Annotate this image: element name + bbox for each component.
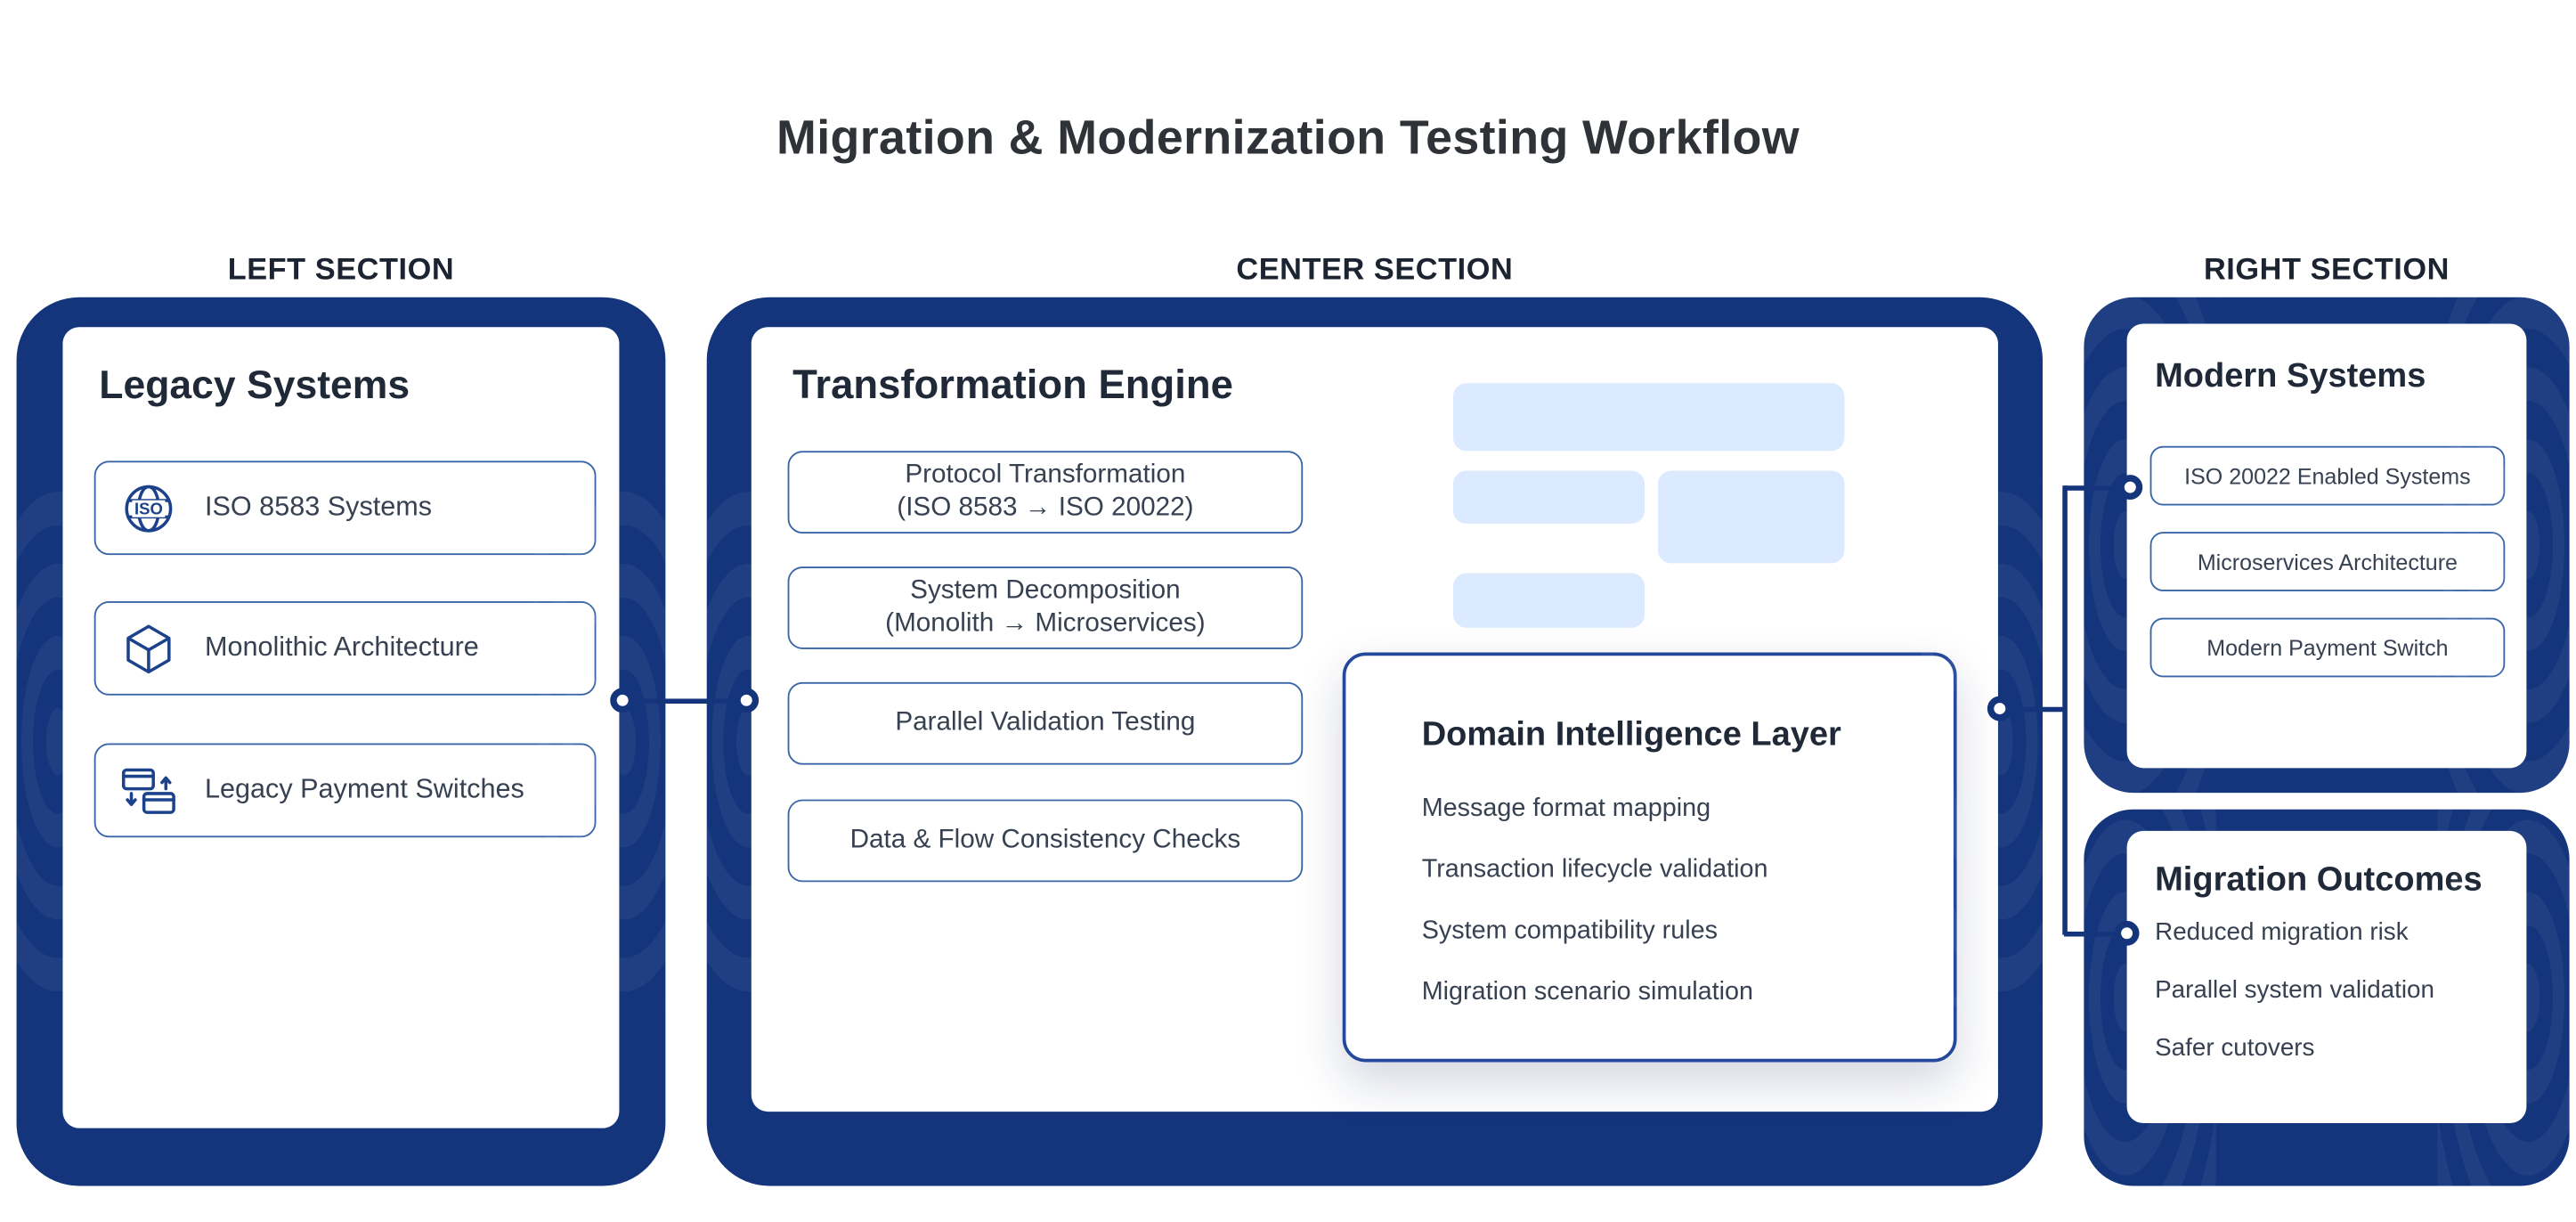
outcome-item: Parallel system validation <box>2155 976 2434 1005</box>
step-line-1: Protocol Transformation <box>905 460 1186 489</box>
step-line-2: (ISO 8583 → ISO 20022) <box>897 493 1194 523</box>
step-line-1: Parallel Validation Testing <box>895 708 1196 737</box>
connector-node-engine-left <box>734 688 760 713</box>
migration-outcomes-frame: Migration Outcomes Reduced migration ris… <box>2084 809 2570 1186</box>
connector-node-modern <box>2117 475 2143 500</box>
center-section-frame: Transformation Engine Protocol Transform… <box>706 297 2044 1186</box>
migration-outcomes-panel: Migration Outcomes Reduced migration ris… <box>2126 830 2527 1124</box>
legacy-item-payment-switches: Legacy Payment Switches <box>93 743 597 838</box>
placeholder-block <box>1452 383 1845 452</box>
modern-item-payment-switch: Modern Payment Switch <box>2149 617 2506 678</box>
list-item: System compatibility rules <box>1421 916 1718 945</box>
outcome-item: Safer cutovers <box>2155 1033 2315 1063</box>
connector-line-center-right <box>1999 706 2066 712</box>
left-section-label: LEFT SECTION <box>227 250 455 286</box>
placeholder-block <box>1657 470 1845 564</box>
connector-node-engine-right <box>1987 696 2012 721</box>
legacy-systems-title: Legacy Systems <box>99 363 410 409</box>
step-line-1: Data & Flow Consistency Checks <box>849 825 1241 854</box>
outcome-item: Reduced migration risk <box>2155 918 2409 947</box>
placeholder-block <box>1452 573 1646 628</box>
connector-line-to-modern <box>2064 485 2131 490</box>
step-protocol-transformation: Protocol Transformation (ISO 8583 → ISO … <box>787 451 1304 534</box>
modern-systems-frame: Modern Systems ISO 20022 Enabled Systems… <box>2084 297 2570 794</box>
connector-line-to-outcomes <box>2064 931 2127 936</box>
domain-intelligence-list: Message format mapping Transaction lifec… <box>1422 794 1924 1007</box>
step-parallel-validation: Parallel Validation Testing <box>787 681 1304 765</box>
domain-intelligence-panel: Domain Intelligence Layer Message format… <box>1342 652 1957 1063</box>
step-line-2: (Monolith → Microservices) <box>885 609 1206 638</box>
modern-systems-title: Modern Systems <box>2155 356 2426 395</box>
legacy-item-label: ISO 8583 Systems <box>204 492 433 523</box>
list-item: Migration scenario simulation <box>1421 977 1753 1006</box>
right-section-label: RIGHT SECTION <box>2203 250 2450 286</box>
legacy-systems-panel: Legacy Systems ISO ISO 8583 Systems <box>62 327 620 1128</box>
step-system-decomposition: System Decomposition (Monolith → Microse… <box>787 566 1304 649</box>
left-section-frame: Legacy Systems ISO ISO 8583 Systems <box>16 297 666 1186</box>
payment-cards-swap-icon <box>118 759 180 821</box>
list-item: Message format mapping <box>1421 794 1711 823</box>
center-section-label: CENTER SECTION <box>1236 250 1514 286</box>
connector-line-vertical <box>2062 485 2067 935</box>
cube-icon <box>118 617 180 680</box>
legacy-item-iso-8583: ISO ISO 8583 Systems <box>93 460 597 556</box>
modern-item-iso-20022: ISO 20022 Enabled Systems <box>2149 445 2506 506</box>
legacy-item-label: Monolithic Architecture <box>204 632 479 663</box>
connector-node-legacy <box>610 688 636 713</box>
page-title: Migration & Modernization Testing Workfl… <box>776 112 1800 166</box>
migration-outcomes-title: Migration Outcomes <box>2155 860 2483 899</box>
step-data-flow-consistency: Data & Flow Consistency Checks <box>787 799 1304 883</box>
step-line-1: System Decomposition <box>910 575 1181 604</box>
connector-node-outcomes <box>2114 920 2140 946</box>
svg-text:ISO: ISO <box>134 499 163 517</box>
transformation-engine-panel: Transformation Engine Protocol Transform… <box>751 327 1998 1112</box>
legacy-item-monolithic: Monolithic Architecture <box>93 601 597 696</box>
domain-intelligence-title: Domain Intelligence Layer <box>1421 714 1841 754</box>
iso-globe-icon: ISO <box>118 477 180 539</box>
modern-systems-panel: Modern Systems ISO 20022 Enabled Systems… <box>2126 323 2527 769</box>
transformation-engine-title: Transformation Engine <box>792 363 1233 409</box>
list-item: Transaction lifecycle validation <box>1421 855 1768 884</box>
placeholder-block <box>1452 470 1646 524</box>
modern-item-microservices: Microservices Architecture <box>2149 532 2506 591</box>
legacy-item-label: Legacy Payment Switches <box>204 774 524 805</box>
connector-line-left-center <box>622 698 747 704</box>
